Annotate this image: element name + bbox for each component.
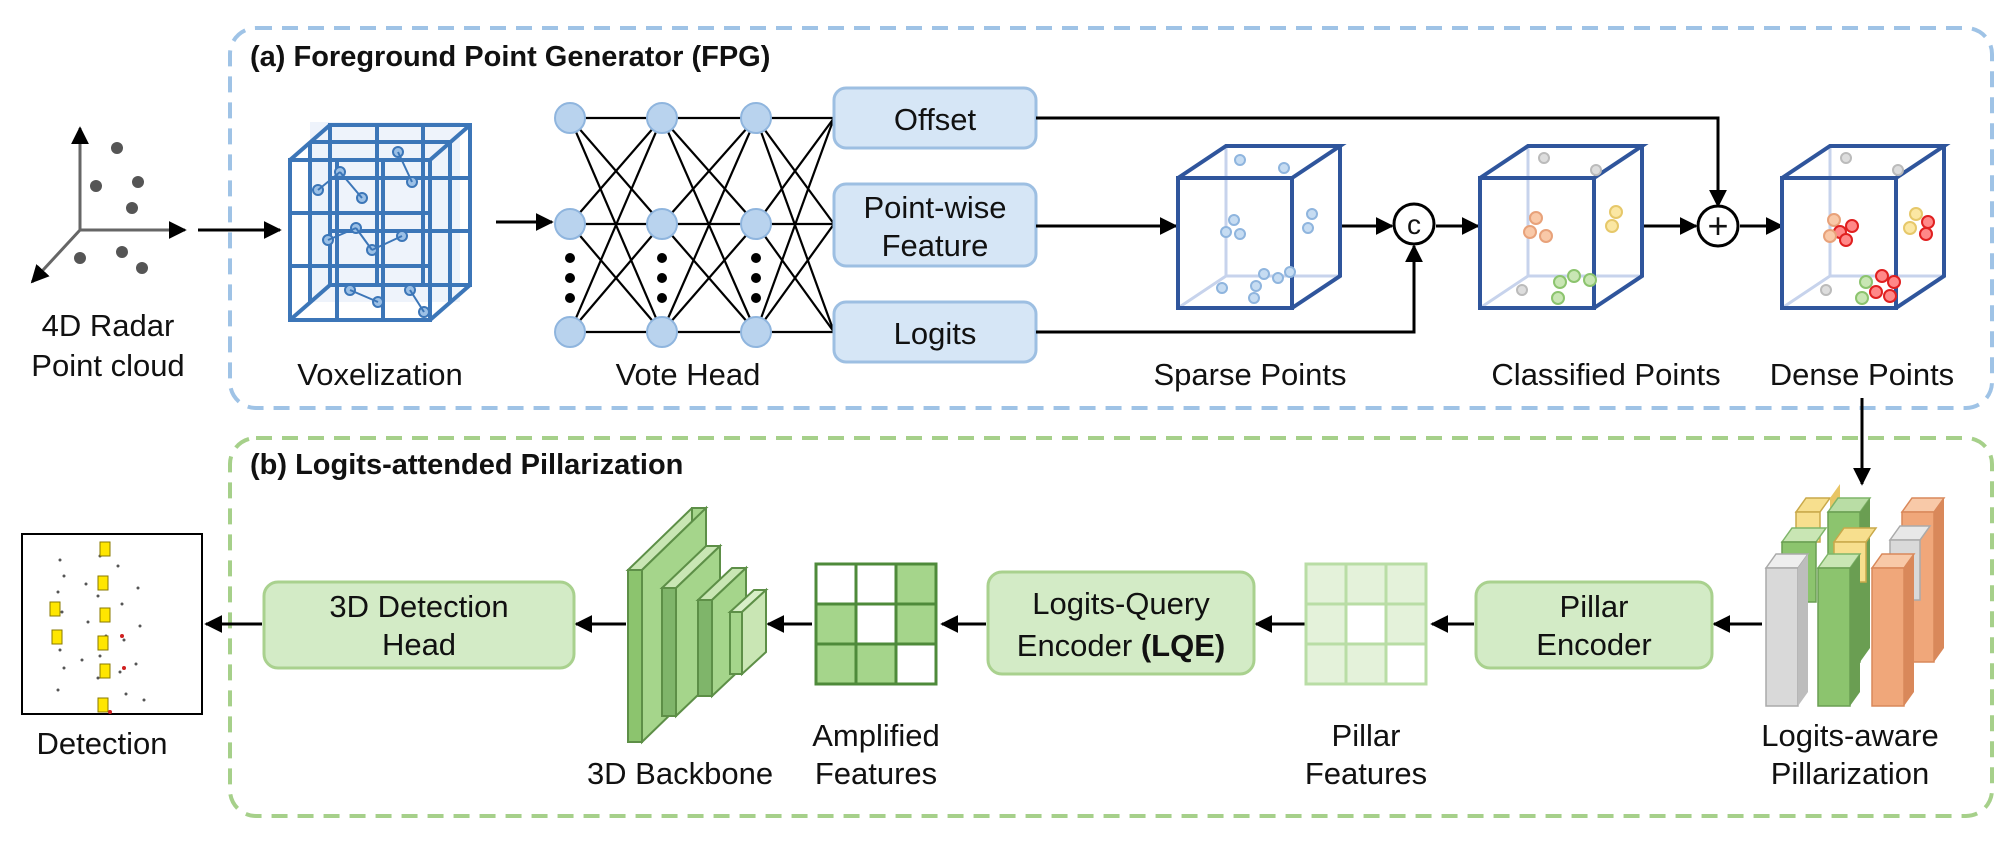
detection-head-label-2: Head (382, 627, 456, 662)
detection-head-label-1: 3D Detection (329, 589, 508, 624)
arrow-offset-plus (1036, 116, 1727, 208)
voxel-grid-icon (288, 122, 472, 322)
amplified-features-grid (814, 562, 938, 686)
amplified-features-label-1: Amplified (812, 718, 940, 753)
detection-label: Detection (37, 726, 168, 761)
dense-points-cube (1780, 144, 1951, 310)
input-label-1: 4D Radar (42, 308, 175, 343)
vote-head-network-icon (554, 102, 836, 348)
lqe-box (986, 570, 1256, 676)
pillar-encoder-box (1474, 580, 1714, 670)
lqe-label-1: Logits-Query (1032, 586, 1210, 621)
pillar-features-label-2: Features (1305, 756, 1427, 791)
detection-output-image (21, 533, 203, 715)
detection-head-box (262, 580, 576, 670)
pillar-features-grid (1304, 562, 1428, 686)
sparse-points-cube (1176, 144, 1347, 310)
lap-title: (b) Logits-attended Pillarization (250, 449, 683, 481)
plus-operator: + (1696, 204, 1740, 248)
pillar-encoder-label-2: Encoder (1536, 627, 1651, 662)
fpg-frame (228, 26, 1994, 410)
logits-label: Logits (894, 316, 977, 351)
plus-symbol: + (1707, 205, 1728, 246)
vote-head-label: Vote Head (616, 357, 761, 392)
pointwise-label-2: Feature (882, 228, 989, 263)
voxelization-label: Voxelization (297, 357, 462, 392)
lqe-label-2: Encoder (LQE) (1017, 628, 1225, 663)
point-cloud-axes-icon (30, 126, 187, 284)
pointwise-label-1: Point-wise (864, 190, 1007, 225)
backbone-layers-icon (625, 505, 769, 745)
fpg-title: (a) Foreground Point Generator (FPG) (250, 41, 770, 73)
pillar-features-label-1: Pillar (1332, 718, 1401, 753)
lqe-label-2-bold: (LQE) (1141, 628, 1225, 663)
input-label-2: Point cloud (31, 348, 184, 383)
offset-label: Offset (894, 102, 977, 137)
logits-aware-label-2: Pillarization (1771, 756, 1930, 791)
concat-operator: c (1392, 202, 1436, 246)
backbone-label: 3D Backbone (587, 756, 773, 791)
logits-aware-label-1: Logits-aware (1761, 718, 1938, 753)
classified-points-label: Classified Points (1491, 357, 1720, 392)
arrow-logits-concat (1036, 244, 1423, 334)
lap-frame (228, 436, 1994, 818)
pillar-encoder-label-1: Pillar (1560, 589, 1629, 624)
sparse-points-label: Sparse Points (1154, 357, 1347, 392)
lqe-label-2-prefix: Encoder (1017, 628, 1141, 663)
logits-aware-pillars-icon (1764, 484, 1946, 707)
classified-points-cube (1478, 144, 1649, 310)
dense-points-label: Dense Points (1770, 357, 1954, 392)
concat-symbol: c (1407, 209, 1421, 240)
amplified-features-label-2: Features (815, 756, 937, 791)
